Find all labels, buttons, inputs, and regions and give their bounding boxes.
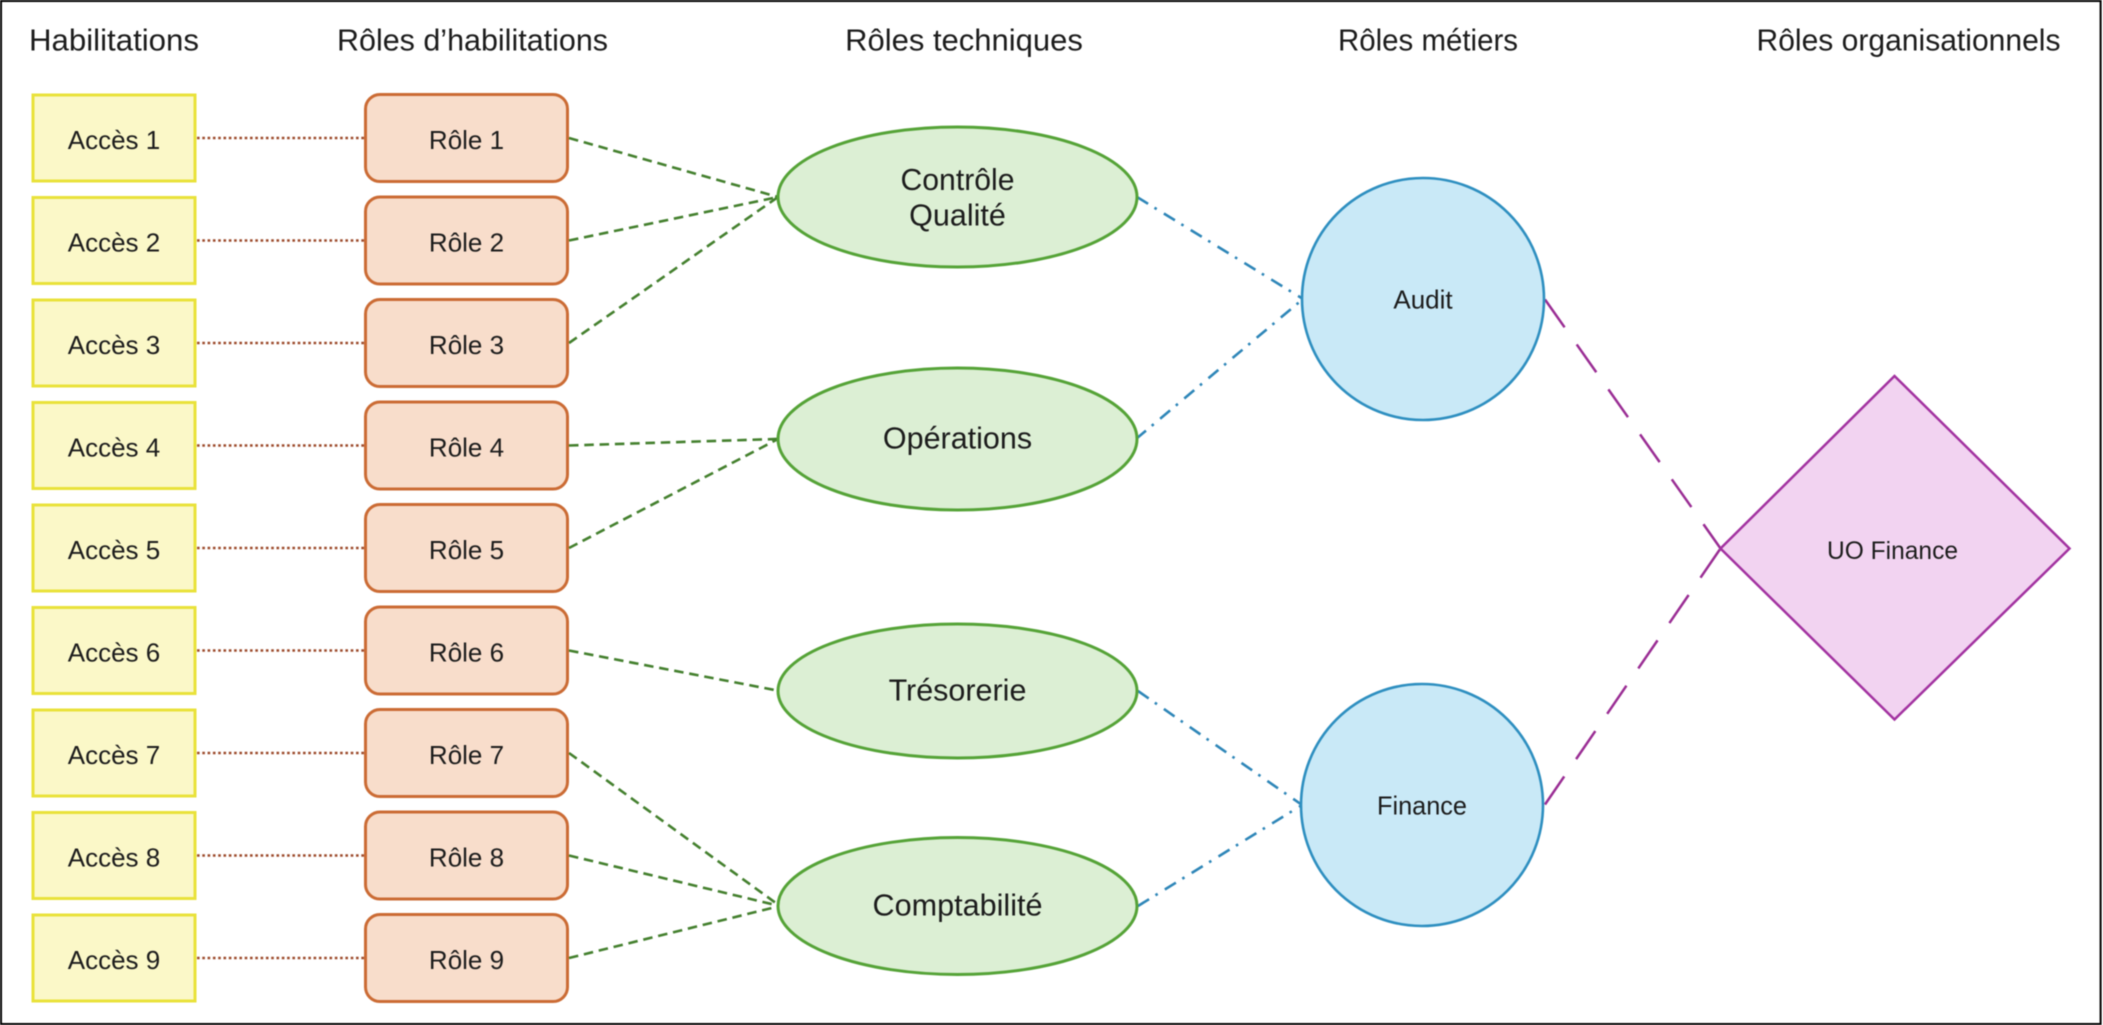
- svg-text:Finance: Finance: [1377, 791, 1467, 821]
- svg-text:Accès 3: Accès 3: [68, 330, 161, 360]
- svg-text:Rôle 3: Rôle 3: [429, 330, 504, 360]
- svg-text:Qualité: Qualité: [909, 199, 1006, 233]
- svg-text:Rôle 9: Rôle 9: [429, 945, 504, 975]
- svg-text:Accès 7: Accès 7: [68, 740, 161, 770]
- svg-text:Contrôle: Contrôle: [901, 163, 1015, 197]
- svg-text:UO Finance: UO Finance: [1827, 537, 1958, 565]
- svg-text:Rôle 2: Rôle 2: [429, 228, 504, 258]
- svg-text:Habilitations: Habilitations: [29, 23, 199, 58]
- svg-text:Accès 4: Accès 4: [68, 433, 161, 463]
- svg-text:Accès 9: Accès 9: [68, 945, 161, 975]
- svg-text:Rôle 6: Rôle 6: [429, 638, 504, 668]
- svg-text:Rôles d’habilitations: Rôles d’habilitations: [337, 23, 608, 58]
- svg-text:Rôles techniques: Rôles techniques: [845, 23, 1083, 58]
- svg-text:Rôles organisationnels: Rôles organisationnels: [1757, 23, 2061, 58]
- svg-text:Rôles métiers: Rôles métiers: [1338, 23, 1518, 58]
- svg-text:Audit: Audit: [1393, 285, 1453, 315]
- svg-text:Trésorerie: Trésorerie: [889, 674, 1027, 708]
- svg-text:Rôle 7: Rôle 7: [429, 740, 504, 770]
- svg-text:Accès 6: Accès 6: [68, 638, 161, 668]
- svg-text:Rôle 4: Rôle 4: [429, 433, 504, 463]
- svg-text:Accès 2: Accès 2: [68, 228, 161, 258]
- svg-text:Rôle 1: Rôle 1: [429, 125, 504, 155]
- svg-text:Opérations: Opérations: [883, 422, 1032, 456]
- svg-text:Rôle 8: Rôle 8: [429, 843, 504, 873]
- svg-text:Rôle 5: Rôle 5: [429, 535, 504, 565]
- svg-text:Accès 1: Accès 1: [68, 125, 161, 155]
- svg-text:Comptabilité: Comptabilité: [873, 889, 1043, 923]
- svg-text:Accès 5: Accès 5: [68, 535, 161, 565]
- svg-text:Accès 8: Accès 8: [68, 843, 161, 873]
